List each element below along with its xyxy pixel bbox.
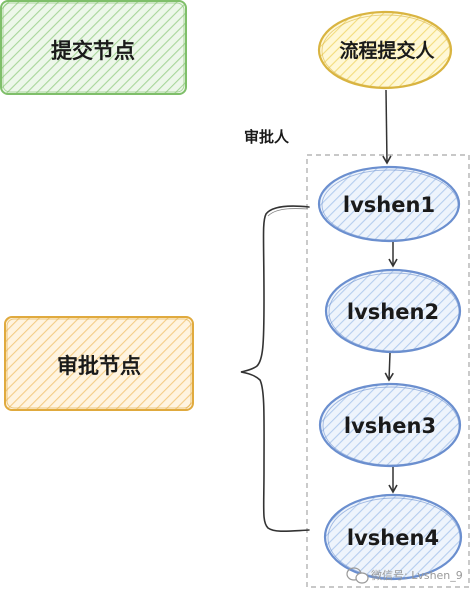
watermark-text: 微信号: Lvshen_9	[371, 568, 463, 582]
approver-label-3: lvshen3	[344, 414, 436, 438]
approver-node-2: lvshen2	[324, 268, 462, 354]
legend-submit-node: 提交节点	[0, 0, 187, 95]
approver-node-3: lvshen3	[318, 382, 462, 468]
approver-group-label: 审批人	[244, 128, 290, 146]
approver-label-1: lvshen1	[343, 193, 435, 217]
legend-submit-node-label: 提交节点	[51, 39, 135, 63]
wechat-icon	[346, 567, 369, 584]
submitter-node: 流程提交人	[317, 10, 453, 90]
approver-curly-brace	[240, 205, 310, 533]
legend-approval-node: 审批节点	[4, 316, 194, 411]
approver-label-4: lvshen4	[347, 526, 439, 550]
approver-group-box	[306, 154, 470, 588]
legend-approval-node-label: 审批节点	[57, 354, 141, 378]
approver-node-4: lvshen4	[323, 493, 463, 581]
approver-node-1: lvshen1	[317, 165, 461, 243]
approver-label-2: lvshen2	[347, 300, 439, 324]
watermark: 微信号: Lvshen_9	[346, 567, 463, 584]
submitter-label: 流程提交人	[339, 39, 435, 62]
arrow-approver-2-to-3	[384, 352, 394, 382]
arrow-submitter-to-approver-1	[382, 89, 392, 165]
